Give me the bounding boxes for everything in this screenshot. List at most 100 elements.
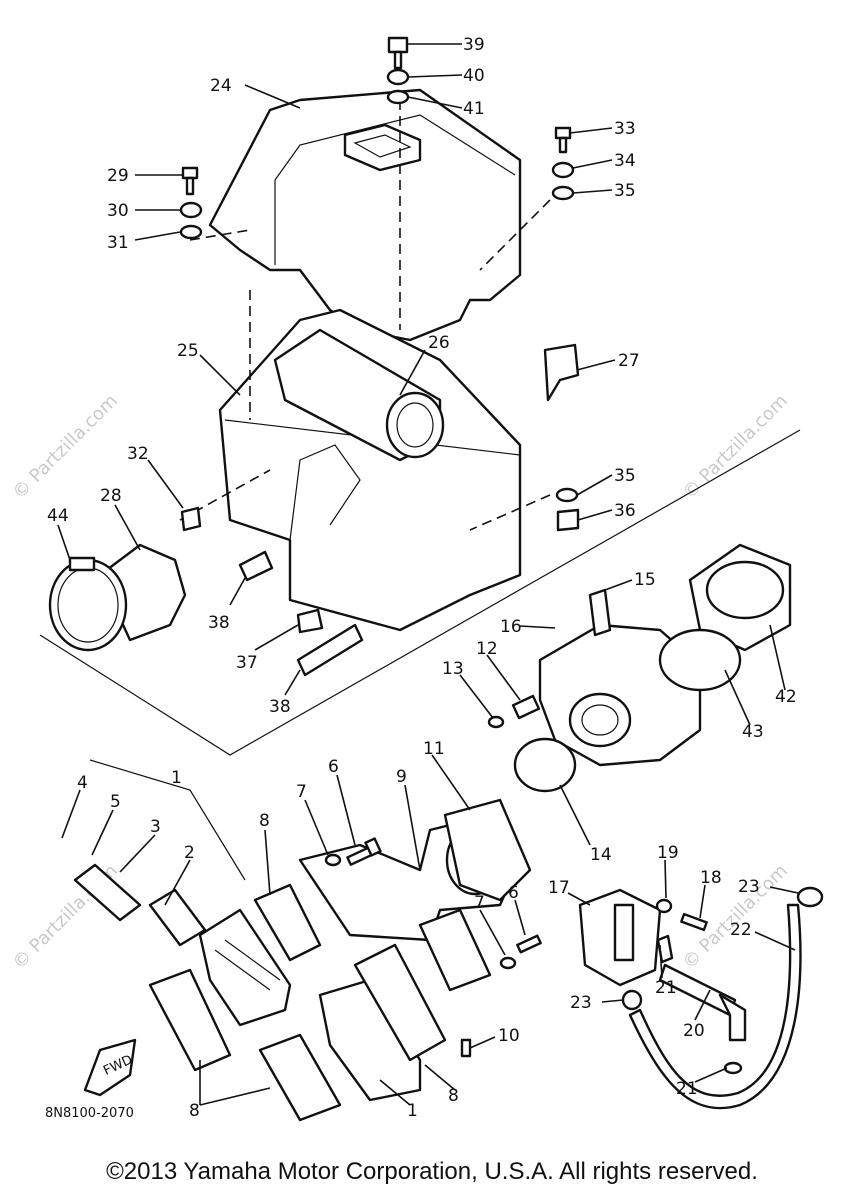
callout-18: 18 (700, 868, 722, 888)
callout-30: 30 (107, 201, 129, 221)
gasket-11 (443, 798, 532, 902)
carburetor-assembly (487, 543, 792, 793)
clip-21-lower (723, 1061, 743, 1075)
callout-32: 32 (127, 444, 149, 464)
fuel-pump-assembly (578, 886, 824, 1110)
watermark: © Partzilla.com (679, 860, 792, 973)
callout-15: 15 (634, 570, 656, 590)
callout-8-lower-right: 8 (448, 1086, 459, 1106)
callout-38-upper: 38 (208, 613, 230, 633)
callout-8-lower: 8 (189, 1101, 200, 1121)
pad-38-lower (296, 623, 364, 677)
callout-28: 28 (100, 486, 122, 506)
gasket-8-c (258, 1033, 342, 1122)
callout-13: 13 (442, 659, 464, 679)
callout-27: 27 (618, 351, 640, 371)
callout-25: 25 (177, 341, 199, 361)
callout-6-upper: 6 (328, 757, 339, 777)
callout-labels: 39 40 41 24 33 34 35 29 30 31 25 26 27 3… (45, 35, 797, 1121)
callout-3: 3 (150, 817, 161, 837)
callout-1-lower: 1 (407, 1101, 418, 1121)
callout-31: 31 (107, 233, 129, 253)
gasket-side (418, 908, 492, 992)
screw-18 (680, 912, 708, 932)
grommet-36 (556, 508, 580, 532)
gasket-8-a (253, 883, 322, 962)
callout-41: 41 (463, 99, 485, 119)
callout-21-upper: 21 (655, 978, 677, 998)
callout-9: 9 (396, 767, 407, 787)
pad-38-upper (238, 550, 274, 582)
callout-34: 34 (614, 151, 636, 171)
nut-30 (179, 201, 203, 219)
washer-7-lower (499, 956, 517, 970)
callout-43: 43 (742, 722, 764, 742)
clip-37 (296, 608, 324, 634)
clip-23-upper (796, 886, 824, 908)
callout-6-lower: 6 (508, 883, 519, 903)
air-box-assembly (39, 36, 801, 756)
callout-5: 5 (110, 792, 121, 812)
washer-31 (179, 224, 203, 240)
washer-35 (551, 185, 575, 201)
callout-7-upper: 7 (296, 782, 307, 802)
bolt-39 (387, 36, 409, 70)
fuel-hose-22 (628, 903, 802, 1110)
nut-34 (551, 161, 575, 179)
bolt-6-lower (516, 934, 542, 954)
callout-42: 42 (775, 687, 797, 707)
callout-35-lower: 35 (614, 466, 636, 486)
washer-19 (655, 898, 673, 914)
callout-12: 12 (476, 639, 498, 659)
callout-20: 20 (683, 1021, 705, 1041)
screw-10 (460, 1038, 472, 1058)
callout-22: 22 (730, 920, 752, 940)
callout-16: 16 (500, 617, 522, 637)
callout-21-lower: 21 (676, 1079, 698, 1099)
washer-41 (386, 89, 410, 105)
screw-12 (511, 694, 541, 720)
choke-lever (588, 588, 612, 637)
callout-17: 17 (548, 878, 570, 898)
callout-37: 37 (236, 653, 258, 673)
bolt-33 (554, 126, 572, 154)
callout-7-lower: 7 (474, 893, 485, 913)
bolt-6-upper (346, 837, 382, 866)
part-code: 8N8100-2070 (45, 1106, 134, 1121)
grommet-32 (180, 506, 202, 532)
callout-40: 40 (463, 66, 485, 86)
callout-11: 11 (423, 739, 445, 759)
callout-1-upper: 1 (171, 768, 182, 788)
air-box-cover (208, 88, 522, 342)
gasket-8-b (148, 968, 232, 1072)
seal-plate (543, 343, 580, 402)
callout-29: 29 (107, 166, 129, 186)
watermark: © Partzilla.com (679, 390, 792, 503)
clip-23-lower (621, 989, 643, 1011)
nut-40 (386, 68, 410, 86)
callout-23-lower: 23 (570, 993, 592, 1013)
exploded-parts-diagram: © Partzilla.com © Partzilla.com © Partzi… (9, 35, 824, 1122)
copyright-notice: ©2013 Yamaha Motor Corporation, U.S.A. A… (106, 1158, 758, 1185)
callout-38-lower: 38 (269, 697, 291, 717)
callout-19: 19 (657, 843, 679, 863)
callout-14: 14 (590, 845, 612, 865)
callout-10: 10 (498, 1026, 520, 1046)
callout-4: 4 (77, 773, 88, 793)
callout-24: 24 (210, 76, 232, 96)
boot-clamp (48, 558, 128, 652)
cover-slot (343, 123, 422, 172)
callout-44: 44 (47, 506, 69, 526)
callout-23-upper: 23 (738, 877, 760, 897)
bolt-29 (181, 166, 199, 196)
gasket-8-d (353, 943, 447, 1062)
callout-35: 35 (614, 181, 636, 201)
leader-lines (57, 43, 799, 1106)
callout-8-upper: 8 (259, 811, 270, 831)
reed-valve-assembly (73, 759, 542, 1122)
callout-2: 2 (184, 843, 195, 863)
reed-stopper (73, 863, 142, 922)
reed-valve-block (198, 908, 292, 1027)
washer-13 (487, 715, 505, 729)
fwd-arrow (83, 1038, 137, 1097)
